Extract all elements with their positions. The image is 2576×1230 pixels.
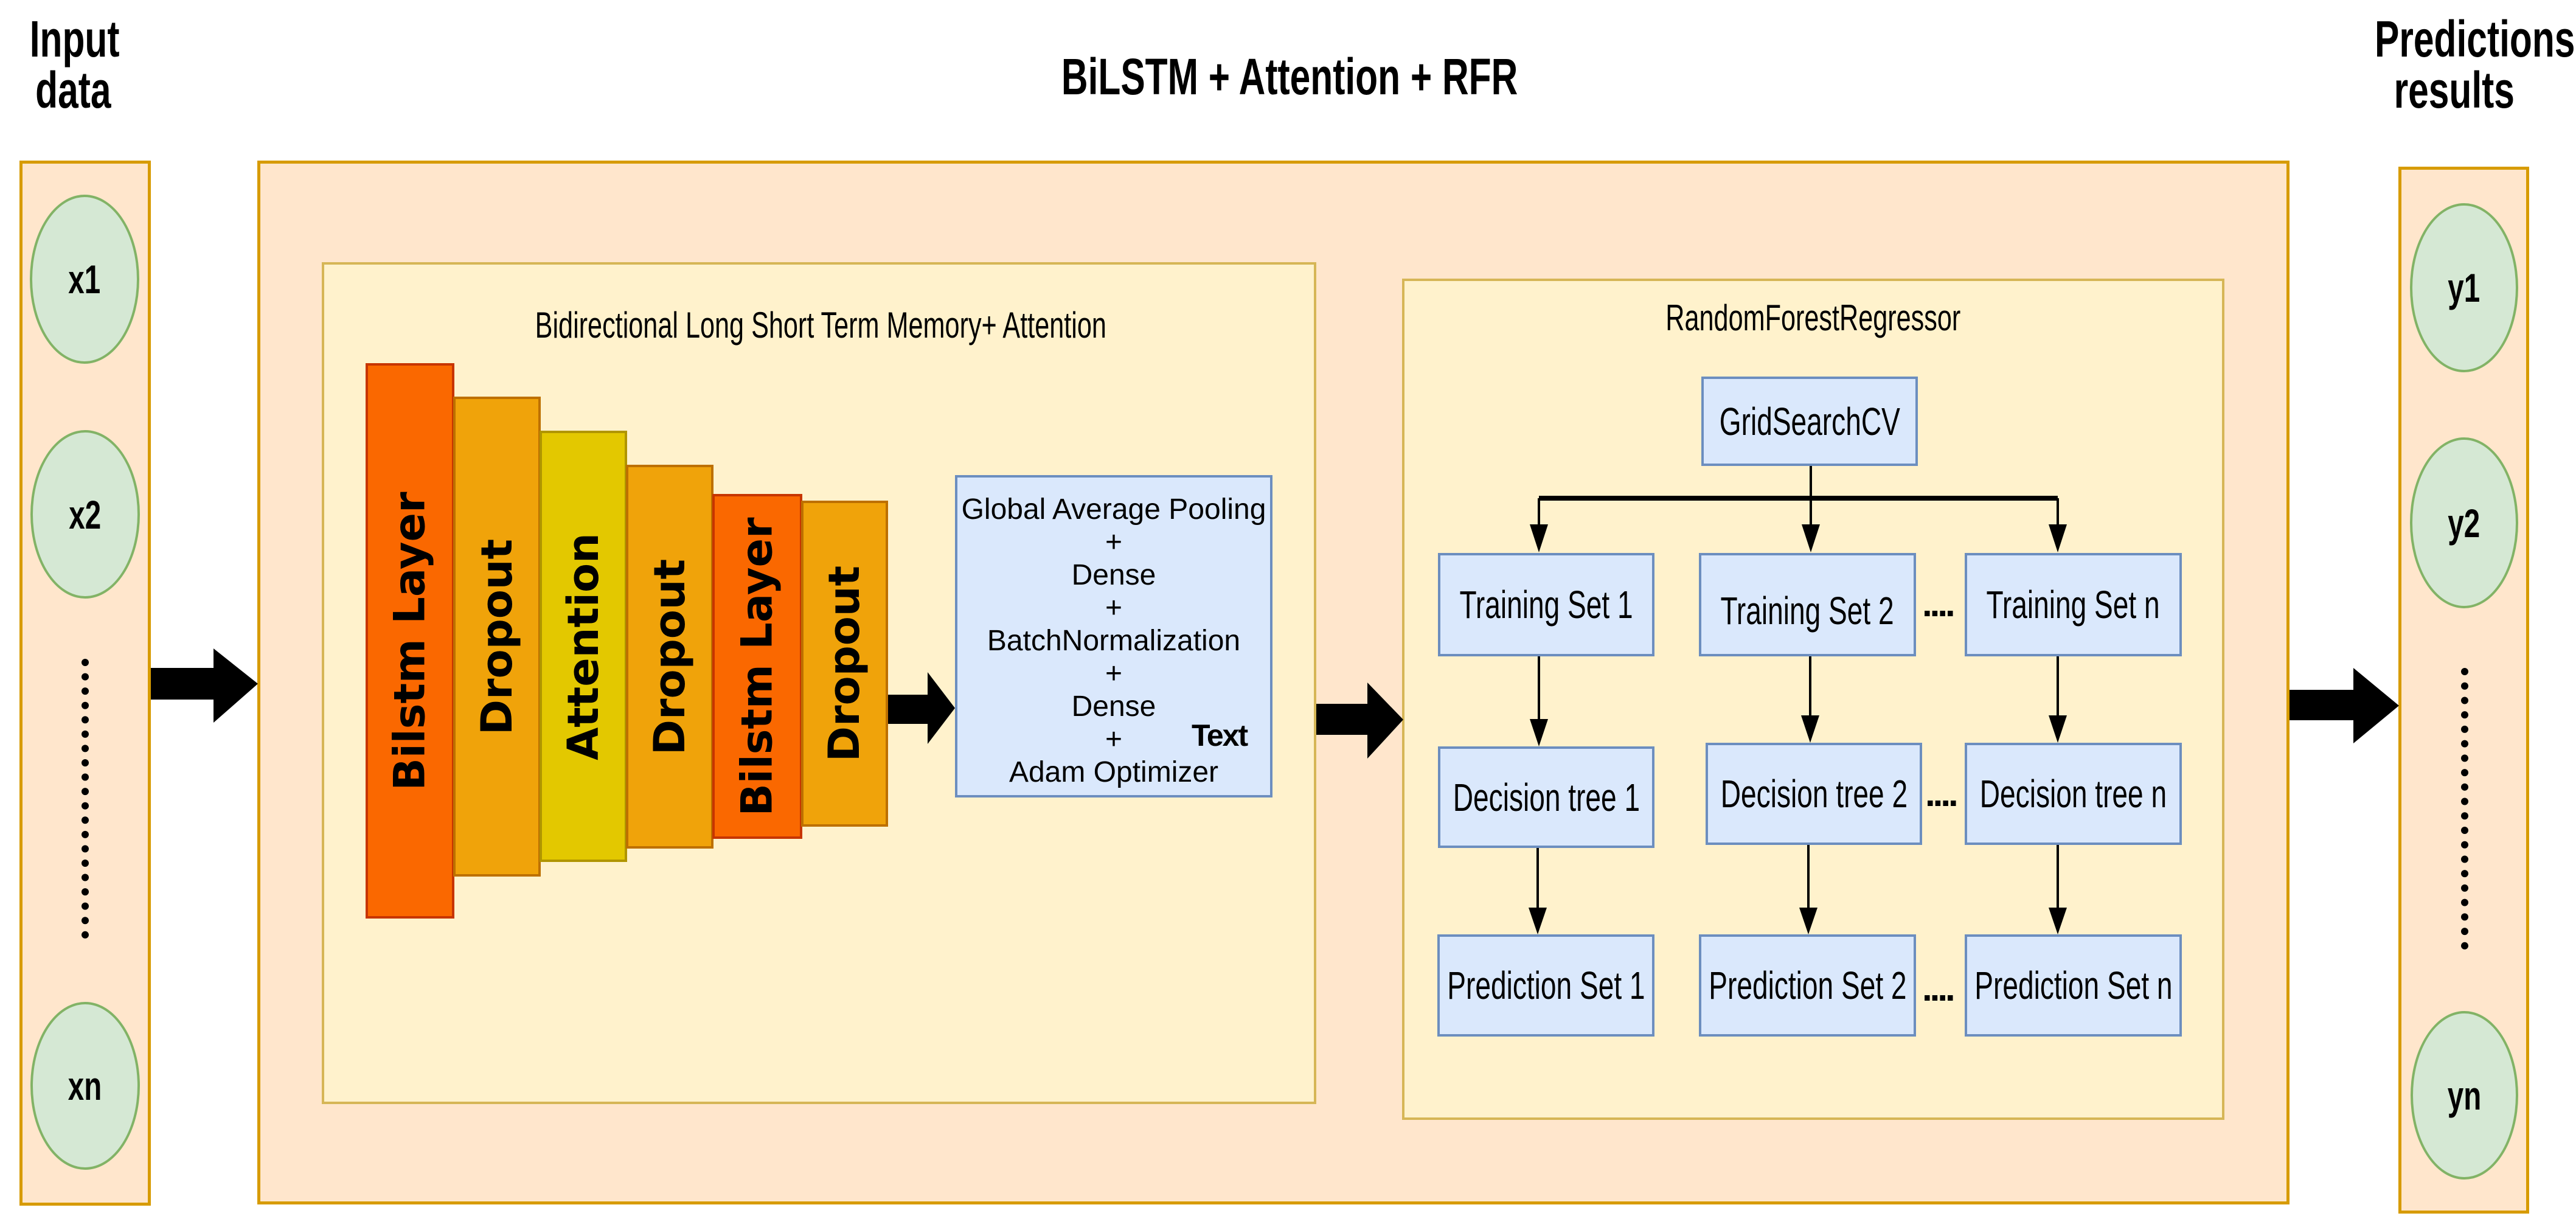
gridsearchcv-box[interactable]: GridSearchCV <box>1701 377 1918 466</box>
input-node-x2[interactable]: x2 <box>30 430 140 599</box>
prediction-set-2-box[interactable]: Prediction Set 2 <box>1699 934 1916 1037</box>
decision-tree-1-box[interactable]: Decision tree 1 <box>1438 746 1654 848</box>
input-title-line1: Input <box>29 10 120 68</box>
head-line-adam-optimizer: Adam Optimizer <box>1009 756 1219 788</box>
arrowhead-icon <box>1802 524 1820 552</box>
arrowhead-icon <box>2049 715 2067 743</box>
training-to-tree-arrowheads <box>1530 715 2067 746</box>
training-set-2-box[interactable]: Training Set 2 <box>1699 553 1916 656</box>
arrowhead-icon <box>1799 908 1817 934</box>
arrowhead-icon <box>1801 715 1819 743</box>
head-stray-text-label: Text <box>1192 718 1248 752</box>
arrowhead-icon <box>1530 719 1548 746</box>
arrowhead-icon <box>2049 908 2067 934</box>
predictions-results-title: Predictions results <box>2336 10 2575 119</box>
decision-tree-n-box[interactable]: Decision tree n <box>1965 743 2182 845</box>
tree-to-prediction-arrowheads <box>1529 908 2067 934</box>
input-title-line2: data <box>35 61 111 119</box>
layer-dropout-3[interactable]: Dropout <box>801 501 888 827</box>
layer-attention[interactable]: Attention <box>540 431 627 862</box>
head-line-global-average-pooling: Global Average Pooling <box>961 493 1266 526</box>
gridsearch-branch-lines <box>1538 466 2059 529</box>
training-to-tree-lines <box>1538 656 2059 724</box>
head-line-batchnormalization: BatchNormalization <box>987 625 1241 657</box>
dense-head-box[interactable]: Global Average Pooling + Dense + BatchNo… <box>955 475 1272 797</box>
prediction-set-n-box[interactable]: Prediction Set n <box>1965 934 2182 1037</box>
bilstm-to-rfr-arrow-icon <box>1316 683 1403 759</box>
input-node-x1[interactable]: x1 <box>30 195 139 364</box>
output-title-line1: Predictions <box>2375 10 2575 68</box>
arrowhead-icon <box>1530 524 1548 552</box>
bilstm-block-title: Bidirectional Long Short Term Memory+ At… <box>535 305 1106 346</box>
output-ellipsis-dots <box>2461 668 2468 950</box>
decision-tree-ellipsis: .... <box>1925 773 1959 814</box>
model-to-output-arrow-icon <box>2290 668 2399 743</box>
prediction-ellipsis: .... <box>1922 968 1956 1009</box>
head-line-dense-1: Dense <box>1071 559 1156 591</box>
output-node-yn[interactable]: yn <box>2411 1011 2518 1180</box>
arrowhead-icon <box>1529 908 1547 934</box>
tree-to-prediction-lines <box>1536 845 2059 912</box>
rfr-block-title: RandomForestRegressor <box>1665 297 1961 338</box>
input-node-xn[interactable]: xn <box>30 1002 140 1170</box>
output-node-y1[interactable]: y1 <box>2410 203 2518 372</box>
training-ellipsis: .... <box>1922 583 1956 624</box>
layer-bilstm-2[interactable]: Bilstm Layer <box>712 494 802 839</box>
training-set-1-box[interactable]: Training Set 1 <box>1438 553 1654 656</box>
arrowhead-icon <box>2049 524 2067 552</box>
layer-dropout-1[interactable]: Dropout <box>453 397 541 877</box>
training-set-n-box[interactable]: Training Set n <box>1965 553 2182 656</box>
decision-tree-2-box[interactable]: Decision tree 2 <box>1706 743 1922 845</box>
input-to-model-arrow-icon <box>151 648 258 723</box>
layers-to-head-arrow-icon <box>888 672 955 744</box>
main-title: BiLSTM + Attention + RFR <box>1061 48 1518 105</box>
head-line-dense-2: Dense <box>1071 690 1156 723</box>
prediction-set-1-box[interactable]: Prediction Set 1 <box>1437 934 1654 1037</box>
input-data-title: Input data <box>12 13 134 116</box>
input-ellipsis-dots <box>82 659 89 939</box>
gridsearch-branch-arrowheads <box>1530 524 2067 552</box>
output-title-line2: results <box>2394 61 2515 119</box>
output-node-y2[interactable]: y2 <box>2410 437 2518 608</box>
